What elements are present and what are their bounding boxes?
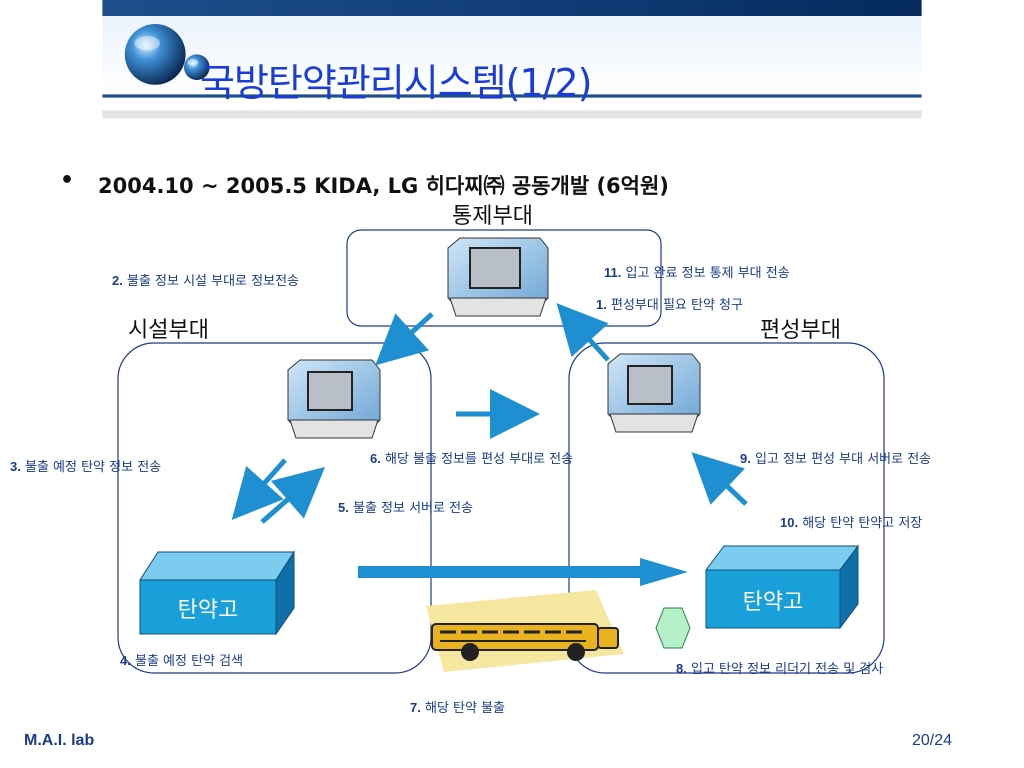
footer-lab: M.A.I. lab bbox=[24, 732, 95, 749]
arrow-depot-to-server bbox=[260, 466, 326, 524]
bullet-text: 2004.10 ~ 2005.5 KIDA, LG 히다찌㈜ 공동개발 (6억원… bbox=[98, 174, 669, 198]
computer-terminal-icon bbox=[607, 353, 701, 433]
arrow-ammo-shipment bbox=[358, 558, 688, 586]
arrow-server-to-depot bbox=[231, 458, 287, 520]
rfid-reader-icon bbox=[655, 607, 691, 649]
page-number: 20/24 bbox=[912, 732, 953, 749]
step-9: 9. 입고 정보 편성 부대 서버로 전송 bbox=[740, 451, 932, 467]
step-3: 3. 불출 예정 탄약 정보 전송 bbox=[10, 459, 162, 475]
label-control-unit: 통제부대 bbox=[452, 204, 533, 229]
computer-terminal-icon bbox=[287, 359, 381, 439]
arrow-organization-to-control bbox=[556, 303, 610, 362]
bullet-marker: • bbox=[60, 168, 75, 193]
step-1: 1. 편성부대 필요 탄약 청구 bbox=[596, 297, 743, 313]
title-band bbox=[102, 0, 922, 119]
step-7: 7. 해당 탄약 불출 bbox=[410, 700, 506, 716]
computer-terminal-icon bbox=[447, 237, 549, 317]
organization-unit-outline bbox=[568, 342, 885, 674]
ammo-depot-left bbox=[139, 550, 295, 636]
depot-left-label: 탄약고 bbox=[177, 598, 239, 623]
school-bus-icon bbox=[426, 590, 624, 672]
globe-logo-icon bbox=[124, 24, 210, 85]
label-organization-unit: 편성부대 bbox=[760, 318, 841, 343]
depot-right-label: 탄약고 bbox=[742, 590, 804, 615]
arrow-control-to-facility bbox=[375, 312, 434, 366]
step-4: 4. 불출 예정 탄약 검색 bbox=[120, 653, 244, 669]
facility-unit-outline bbox=[117, 342, 432, 674]
step-6: 6. 해당 불출 정보를 편성 부대로 전송 bbox=[370, 451, 574, 467]
label-facility-unit: 시설부대 bbox=[128, 318, 209, 343]
step-2: 2. 불출 정보 시설 부대로 정보전송 bbox=[112, 273, 299, 289]
step-11: 11. 입고 완료 정보 통제 부대 전송 bbox=[604, 265, 790, 281]
step-8: 8. 입고 탄약 정보 리더기 전송 및 검사 bbox=[676, 661, 884, 677]
step-10: 10. 해당 탄약 탄약고 저장 bbox=[780, 515, 923, 531]
arrow-reader-to-organization bbox=[691, 452, 748, 506]
step-5: 5. 불출 정보 서버로 전송 bbox=[338, 500, 474, 516]
ammo-depot-right bbox=[705, 544, 859, 630]
page-title: 국방탄약관리시스템(1/2) bbox=[200, 61, 592, 105]
control-unit-outline bbox=[346, 229, 662, 327]
